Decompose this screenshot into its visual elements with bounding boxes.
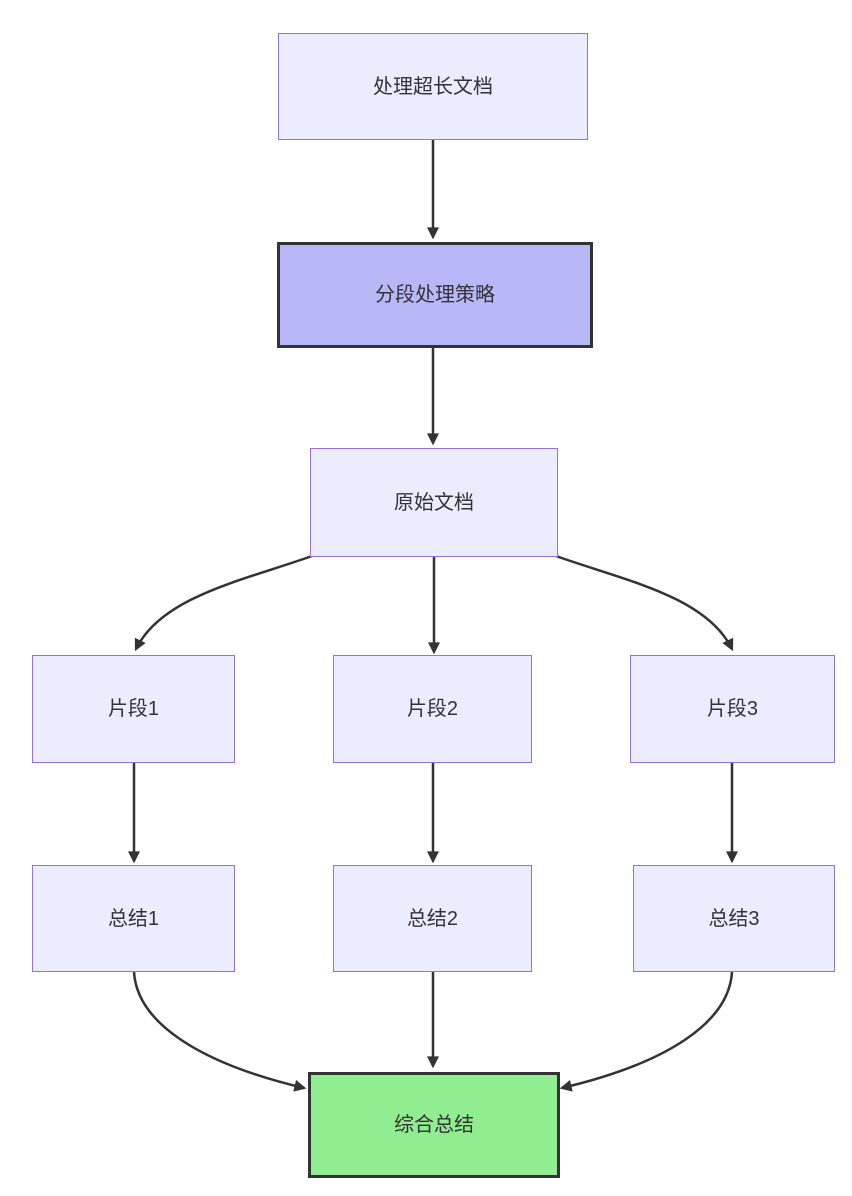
node-strategy: 分段处理策略	[277, 242, 593, 348]
node-segment-2: 片段2	[333, 655, 532, 763]
node-source-document: 原始文档	[310, 448, 558, 557]
node-summary-1: 总结1	[32, 865, 235, 972]
edge-summary3-final	[559, 971, 734, 1092]
node-final-summary-label: 综合总结	[394, 1114, 474, 1136]
node-summary-3-label: 总结3	[708, 907, 760, 930]
node-summary-3: 总结3	[633, 865, 835, 972]
node-final-summary: 综合总结	[308, 1072, 560, 1178]
node-segment-1-label: 片段1	[107, 698, 160, 720]
edge-source-segment1	[134, 554, 313, 652]
node-segment-3: 片段3	[630, 655, 835, 763]
edge-source-segment3	[555, 554, 734, 652]
node-summary-2-label: 总结2	[406, 907, 459, 930]
node-segment-3-label: 片段3	[706, 698, 759, 720]
node-summary-1-label: 总结1	[107, 907, 160, 930]
node-source-document-label: 原始文档	[394, 491, 474, 514]
node-segment-1: 片段1	[32, 655, 235, 763]
node-strategy-label: 分段处理策略	[375, 284, 495, 306]
node-start-label: 处理超长文档	[373, 75, 493, 98]
node-start: 处理超长文档	[278, 33, 588, 140]
edge-summary1-final	[132, 971, 307, 1092]
node-segment-2-label: 片段2	[406, 698, 459, 720]
node-summary-2: 总结2	[333, 865, 532, 972]
